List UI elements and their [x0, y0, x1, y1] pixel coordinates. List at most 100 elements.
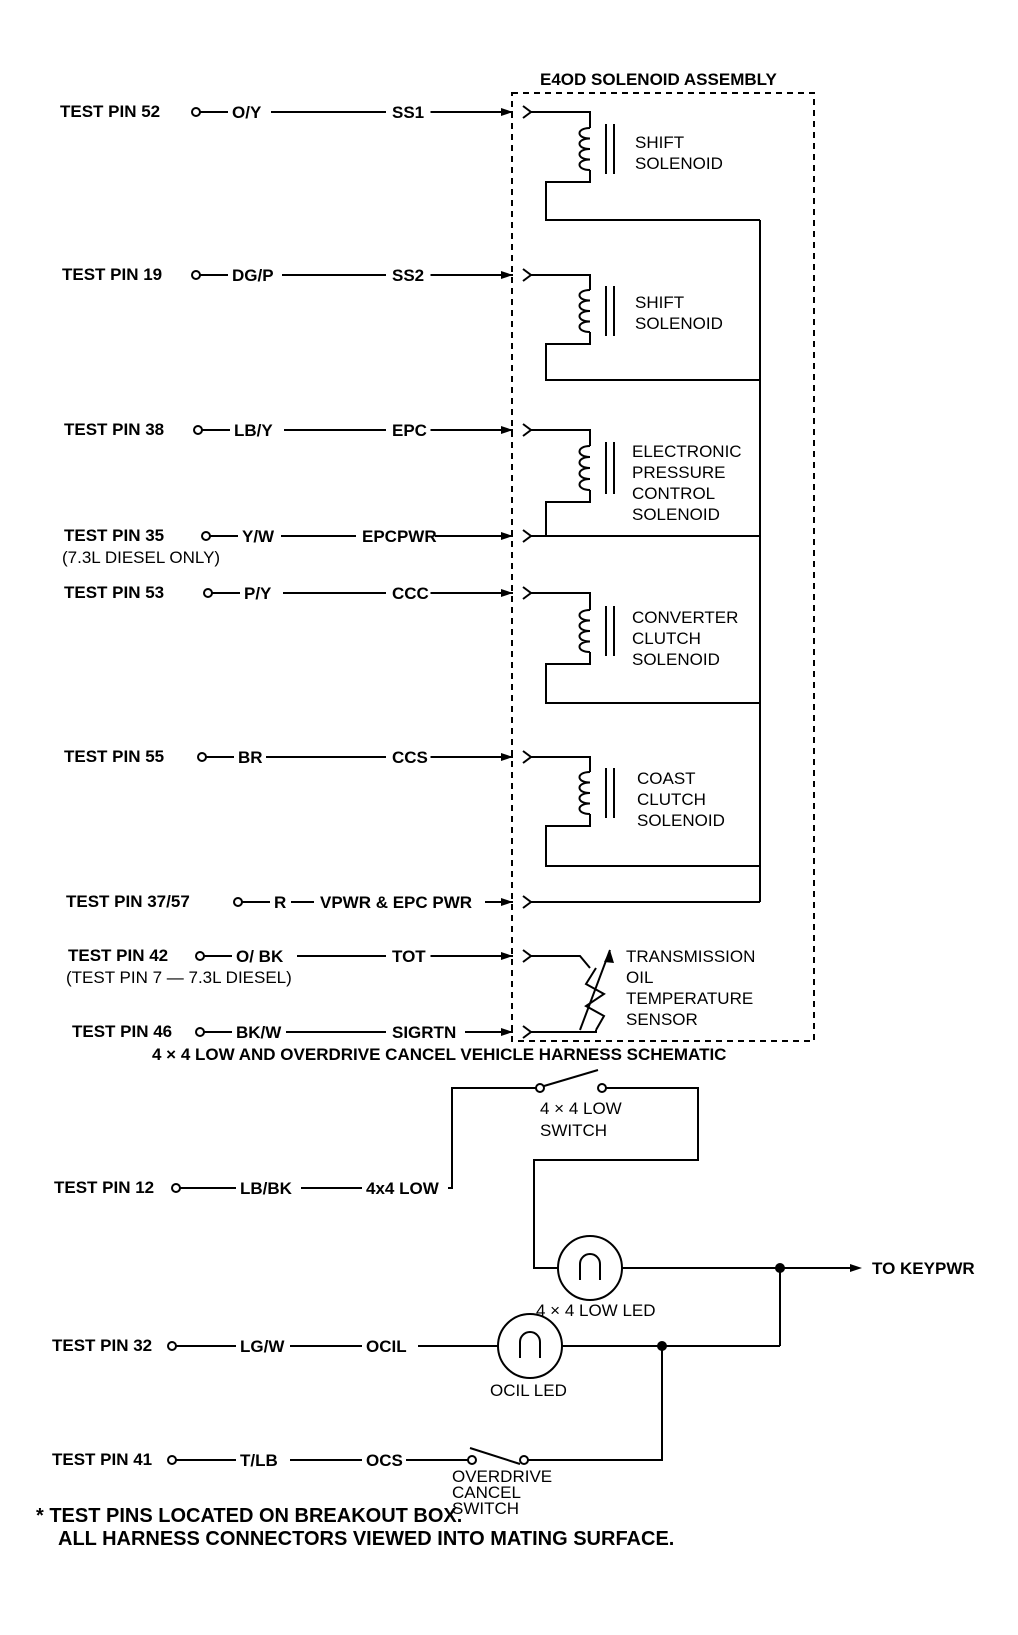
test-pin-label: TEST PIN 52 — [60, 102, 160, 121]
arrow-head — [501, 532, 513, 540]
ocil-led-icon — [497, 1313, 563, 1379]
led-4x4-label: 4 × 4 LOW LED — [536, 1301, 656, 1320]
keypwr-label: TO KEYPWR — [872, 1259, 975, 1278]
solenoid-coil-icon — [578, 771, 591, 815]
component-label: CONTROL — [632, 484, 715, 503]
test-pin-label: TEST PIN 38 — [64, 420, 164, 439]
arrow-head — [501, 898, 513, 906]
harness-pin-label: TEST PIN 32 — [52, 1336, 152, 1355]
sensor-lead — [531, 955, 591, 969]
test-pin-label: TEST PIN 19 — [62, 265, 162, 284]
component-label: CONVERTER — [632, 608, 738, 627]
component-label: PRESSURE — [632, 463, 726, 482]
component-label: SOLENOID — [635, 314, 723, 333]
arrow-head — [501, 952, 513, 960]
wire-color-label: O/ BK — [236, 947, 284, 966]
signal-name-label: 4x4 LOW — [366, 1179, 440, 1198]
component-label: SOLENOID — [632, 650, 720, 669]
test-pin-label: TEST PIN 42 — [68, 946, 168, 965]
arrow-head — [501, 108, 513, 116]
test-pin-terminal-icon — [193, 425, 203, 435]
connector-chevron — [522, 895, 533, 909]
test-pin-terminal-icon — [195, 951, 205, 961]
component-label: SOLENOID — [632, 505, 720, 524]
arrow-head — [501, 426, 513, 434]
switch-4x4-label: 4 × 4 LOW — [540, 1099, 622, 1118]
solenoid-components: SHIFT SOLENOID SHIFT SOLENOID ELECTRONIC PRES… — [531, 111, 761, 1033]
footnote-line-2: ALL HARNESS CONNECTORS VIEWED INTO MATIN… — [58, 1528, 674, 1550]
switch-4x4-blade-icon — [543, 1069, 599, 1087]
connector-chevron — [522, 586, 533, 600]
component-label: TRANSMISSION — [626, 947, 755, 966]
od-switch-label: CANCEL — [452, 1483, 521, 1502]
test-pin-note: (TEST PIN 7 — 7.3L DIESEL) — [66, 968, 292, 987]
solenoid-return — [545, 332, 760, 381]
connector-chevron — [522, 949, 533, 963]
switch-contact-icon — [597, 1083, 607, 1093]
od-switch-label: OVERDRIVE — [452, 1467, 552, 1486]
sensor-lead — [531, 1030, 597, 1033]
component-label: CLUTCH — [637, 790, 706, 809]
signal-name-label: SIGRTN — [392, 1023, 456, 1042]
component-label: SOLENOID — [635, 154, 723, 173]
connector-chevron — [522, 423, 533, 437]
test-pin-terminal-icon — [167, 1455, 177, 1465]
wire-color-label: BK/W — [236, 1023, 282, 1042]
test-pin-label: TEST PIN 37/57 — [66, 892, 190, 911]
component-label: OIL — [626, 968, 653, 987]
thermistor-icon — [584, 967, 606, 1031]
footnote-line-1: * TEST PINS LOCATED ON BREAKOUT BOX. — [36, 1505, 462, 1527]
solenoid-coil-icon — [578, 609, 591, 653]
solenoid-lead — [531, 756, 591, 772]
thermistor-arrow-head — [604, 950, 614, 963]
wire-color-label: LG/W — [240, 1337, 285, 1356]
switch-contact-icon — [467, 1455, 477, 1465]
signal-name-label: EPCPWR — [362, 527, 437, 546]
od-switch-label: SWITCH — [452, 1499, 519, 1518]
signal-name-label: SS2 — [392, 266, 424, 285]
harness-wire — [533, 1087, 699, 1269]
solenoid-coil-icon — [578, 289, 591, 333]
component-label: SHIFT — [635, 133, 684, 152]
component-label: COAST — [637, 769, 696, 788]
test-pin-terminal-icon — [191, 107, 201, 117]
wire-color-label: T/LB — [240, 1451, 278, 1470]
keypwr-arrow — [850, 1264, 862, 1272]
wire-color-label: R — [274, 893, 286, 912]
arrow-head — [501, 589, 513, 597]
harness-pin-label: TEST PIN 12 — [54, 1178, 154, 1197]
harness-title: 4 × 4 LOW AND OVERDRIVE CANCEL VEHICLE H… — [152, 1045, 726, 1064]
test-pin-terminal-icon — [197, 752, 207, 762]
test-pin-label: TEST PIN 53 — [64, 583, 164, 602]
test-pin-terminal-icon — [233, 897, 243, 907]
connector-chevron — [522, 268, 533, 282]
solenoid-lead — [531, 592, 591, 610]
led-filament — [519, 1331, 541, 1358]
switch-contact-icon — [519, 1455, 529, 1465]
component-label: SHIFT — [635, 293, 684, 312]
test-pin-terminal-icon — [167, 1341, 177, 1351]
wire-color-label: LB/BK — [240, 1179, 293, 1198]
connector-chevron — [522, 105, 533, 119]
led-4x4-low-icon — [557, 1235, 623, 1301]
wire-color-label: O/Y — [232, 103, 262, 122]
solenoid-coil-icon — [578, 127, 591, 171]
test-pin-note: (7.3L DIESEL ONLY) — [62, 548, 220, 567]
harness-schematic: TEST PIN 12 LB/BK 4x4 LOW TEST PIN 32 LG/W OC… — [52, 1069, 975, 1518]
wire-color-label: Y/W — [242, 527, 275, 546]
wire-color-label: DG/P — [232, 266, 274, 285]
switch-contact-icon — [535, 1083, 545, 1093]
solenoid-lead — [531, 274, 591, 290]
test-pin-terminal-icon — [201, 531, 211, 541]
harness-pin-label: TEST PIN 41 — [52, 1450, 152, 1469]
signal-name-label: CCC — [392, 584, 429, 603]
test-pin-terminal-icon — [203, 588, 213, 598]
arrow-head — [501, 271, 513, 279]
solenoid-lead — [531, 429, 591, 446]
component-label: SOLENOID — [637, 811, 725, 830]
test-pin-label: TEST PIN 46 — [72, 1022, 172, 1041]
component-label: ELECTRONIC — [632, 442, 742, 461]
signal-name-label: OCIL — [366, 1337, 407, 1356]
